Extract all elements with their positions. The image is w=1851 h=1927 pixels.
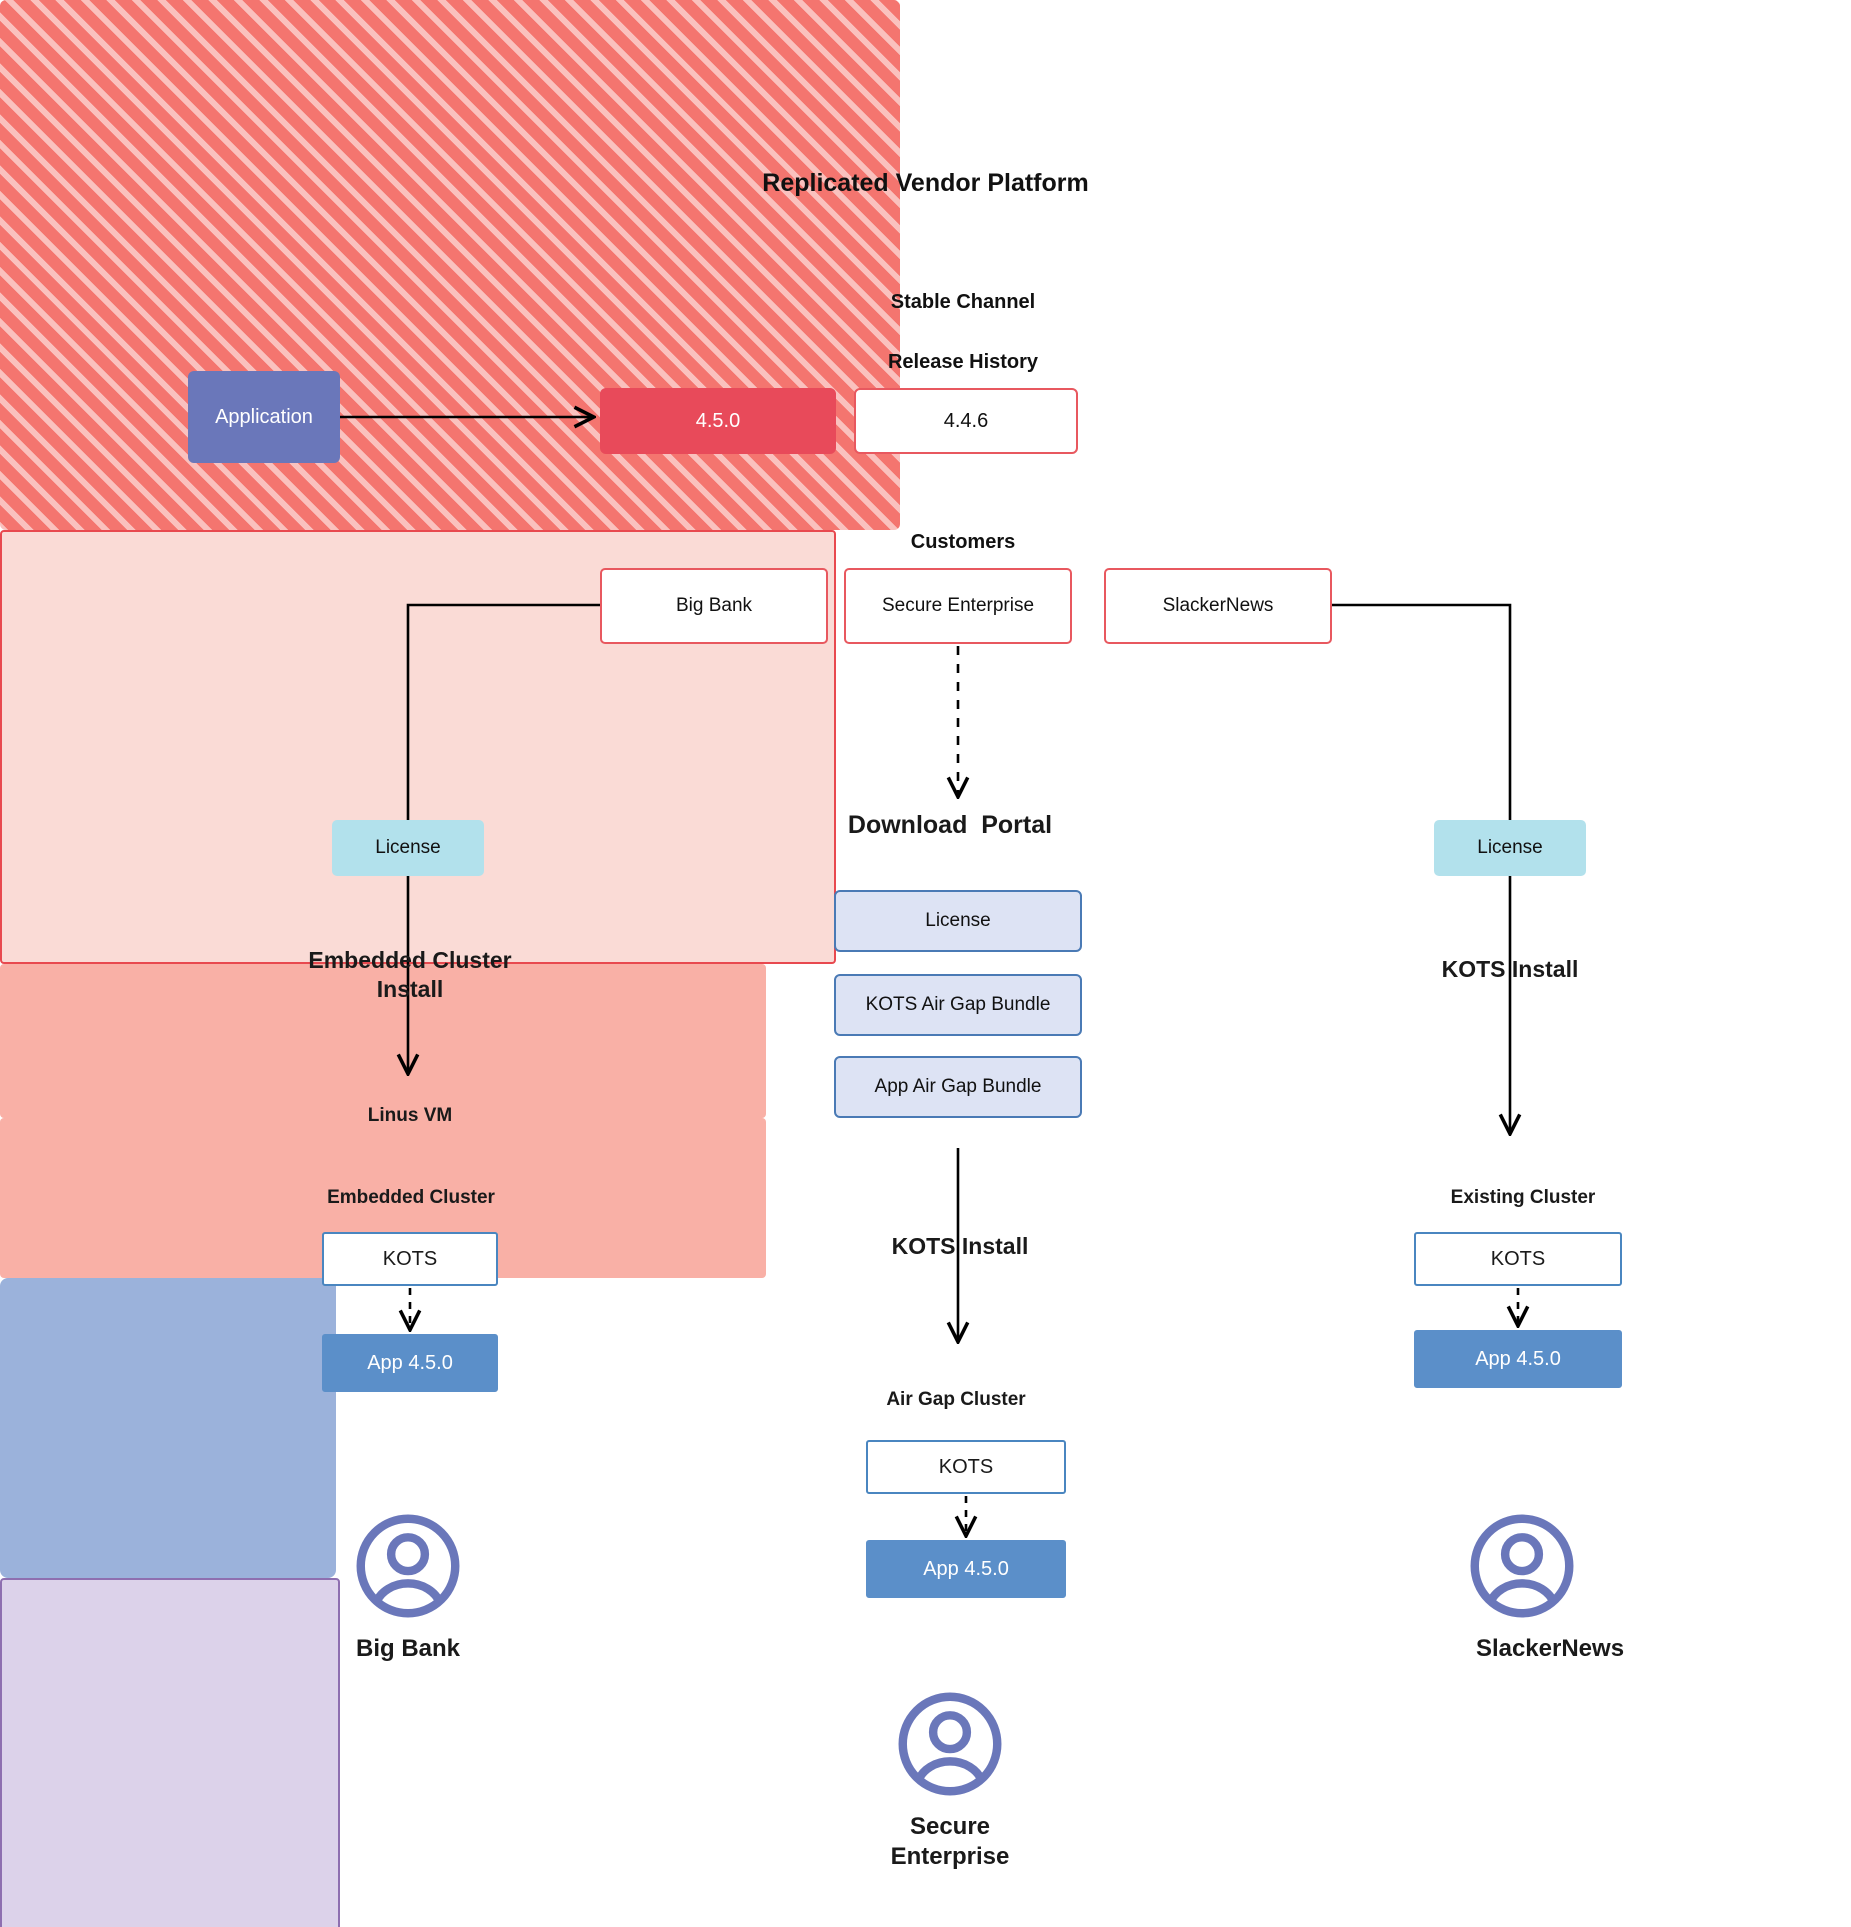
- release-history-container: [0, 964, 766, 1118]
- release-chip-previous[interactable]: 4.4.6: [854, 388, 1078, 454]
- kots-node-left[interactable]: KOTS: [322, 1232, 498, 1286]
- application-node[interactable]: Application: [188, 371, 340, 463]
- user-avatar-icon: [356, 1514, 460, 1618]
- app-node-left[interactable]: App 4.5.0: [322, 1334, 498, 1392]
- portal-item-app-air-gap-bundle[interactable]: App Air Gap Bundle: [834, 1056, 1082, 1118]
- customers-title: Customers: [910, 531, 1016, 553]
- portal-item-kots-air-gap-bundle[interactable]: KOTS Air Gap Bundle: [834, 974, 1082, 1036]
- stable-channel-title: Stable Channel: [890, 291, 1036, 313]
- kots-node-right[interactable]: KOTS: [1414, 1232, 1622, 1286]
- persona-name-slackernews: SlackerNews: [1475, 1635, 1625, 1662]
- portal-item-license[interactable]: License: [834, 890, 1082, 952]
- user-avatar-icon: [898, 1692, 1002, 1796]
- edge-label-kots-install-right: KOTS Install: [1441, 956, 1579, 982]
- customer-chip-secure-enterprise[interactable]: Secure Enterprise: [844, 568, 1072, 644]
- platform-title: Replicated Vendor Platform: [762, 169, 1089, 197]
- app-node-right[interactable]: App 4.5.0: [1414, 1330, 1622, 1388]
- license-node-left[interactable]: License: [332, 820, 484, 876]
- existing-cluster-title: Existing Cluster: [1450, 1187, 1596, 1208]
- customer-chip-slackernews[interactable]: SlackerNews: [1104, 568, 1332, 644]
- persona-name-big-bank: Big Bank: [355, 1635, 460, 1662]
- edge-label-kots-install-center: KOTS Install: [891, 1233, 1029, 1259]
- edge-slackernews-to-license: [1332, 603, 1512, 820]
- air-gap-cluster-title: Air Gap Cluster: [886, 1389, 1026, 1410]
- linux-vm-container: [0, 1578, 340, 1927]
- linux-vm-title: Linus VM: [367, 1105, 453, 1126]
- persona-name-secure-enterprise: Secure Enterprise: [890, 1813, 1010, 1870]
- download-portal-container: [0, 1278, 336, 1578]
- license-node-right[interactable]: License: [1434, 820, 1586, 876]
- kots-node-center[interactable]: KOTS: [866, 1440, 1066, 1494]
- app-node-center[interactable]: App 4.5.0: [866, 1540, 1066, 1598]
- release-chip-current[interactable]: 4.5.0: [600, 388, 836, 454]
- customer-chip-big-bank[interactable]: Big Bank: [600, 568, 828, 644]
- release-history-title: Release History: [887, 351, 1039, 373]
- edge-label-embedded-cluster-install: Embedded Cluster Install: [308, 947, 512, 1002]
- download-portal-title: Download Portal: [847, 811, 1053, 839]
- user-avatar-icon: [1470, 1514, 1574, 1618]
- embedded-cluster-title: Embedded Cluster: [327, 1187, 495, 1208]
